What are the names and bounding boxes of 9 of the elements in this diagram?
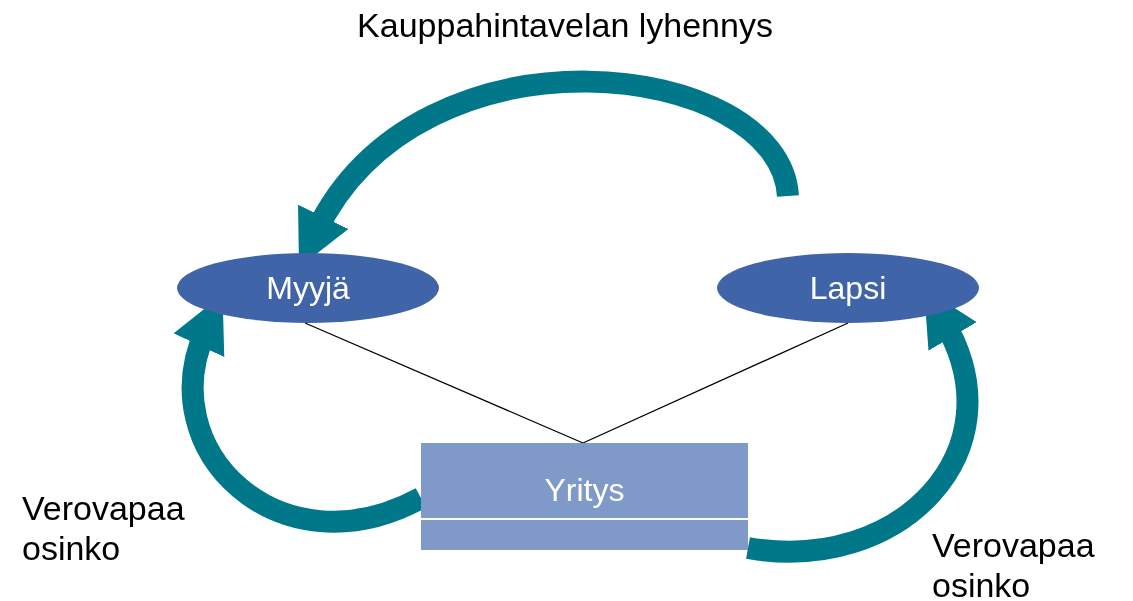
- edge-label: Verovapaa osinko: [22, 488, 186, 568]
- edge-label: Kauppahintavelan lyhennys: [356, 5, 774, 45]
- node-label: Myyjä: [266, 269, 350, 307]
- node-label: Yritys: [544, 472, 625, 509]
- connector-line: [582, 322, 849, 444]
- connector-line: [304, 322, 584, 444]
- edge-label: Verovapaa osinko: [932, 525, 1096, 601]
- node-label: Lapsi: [809, 269, 887, 307]
- process-box: [421, 443, 748, 550]
